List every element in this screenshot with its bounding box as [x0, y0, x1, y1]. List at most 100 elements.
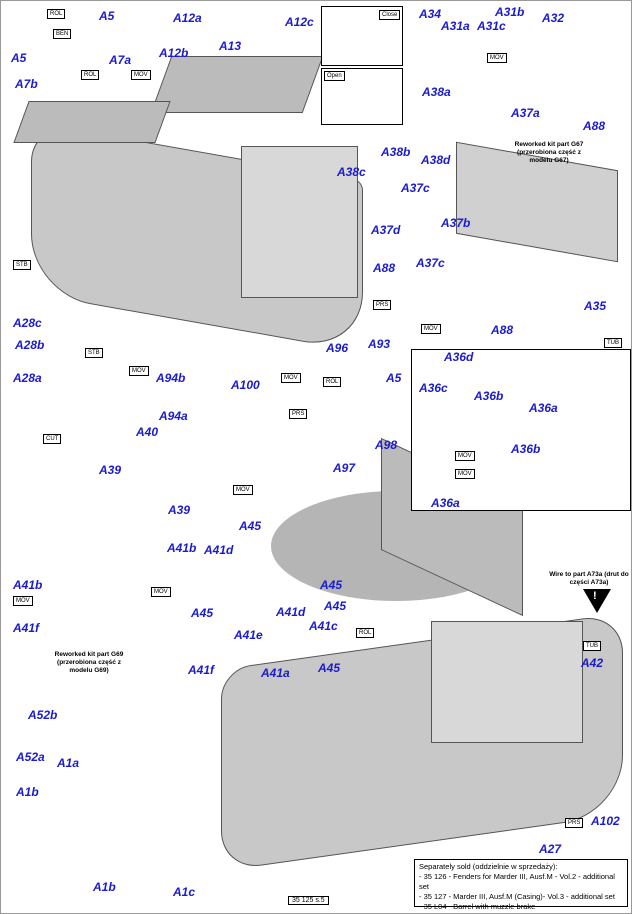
- process-tag: PRS: [373, 300, 392, 310]
- part-label: A96: [326, 341, 349, 355]
- part-label: A41a: [261, 666, 290, 680]
- page-number: 35 125 s.5: [288, 896, 329, 905]
- part-label: A97: [333, 461, 356, 475]
- part-label: A28a: [13, 371, 42, 385]
- part-label: A13: [219, 39, 242, 53]
- process-tag: MOV: [129, 366, 149, 376]
- part-label: A88: [373, 261, 396, 275]
- part-label: A41d: [276, 605, 306, 619]
- note-g69: Reworked kit part G69 (przerobiona część…: [54, 651, 124, 674]
- part-label: A37c: [416, 256, 445, 270]
- process-tag: MOV: [281, 373, 301, 383]
- process-tag: ROL: [323, 377, 342, 387]
- part-label: A38c: [337, 165, 366, 179]
- part-label: A88: [491, 323, 514, 337]
- process-tag: MOV: [131, 70, 151, 80]
- part-label: A7b: [15, 77, 38, 91]
- warning-symbol: !: [593, 590, 597, 602]
- part-label: A12b: [159, 46, 189, 60]
- sold-item: - 35 L04 - Barrel with muzzle brake: [419, 902, 536, 911]
- part-label: A37a: [511, 106, 540, 120]
- process-tag: PRS: [565, 818, 584, 828]
- part-label: A52a: [16, 750, 45, 764]
- note-wire: Wire to part A73a (drut do części A73a): [549, 571, 629, 586]
- process-tag: TUB: [604, 338, 622, 348]
- part-label: A36a: [529, 401, 558, 415]
- sold-item: - 35 126 - Fenders for Marder III, Ausf.…: [419, 872, 615, 891]
- part-label: A1c: [173, 885, 196, 899]
- part-label: A38d: [421, 153, 451, 167]
- process-tag: MOV: [455, 451, 475, 461]
- part-label: A100: [231, 378, 260, 392]
- part-label: A38b: [381, 145, 411, 159]
- part-label: A45: [239, 519, 262, 533]
- process-tag: CUT: [43, 434, 62, 444]
- part-label: A27: [539, 842, 562, 856]
- part-label: A45: [320, 578, 343, 592]
- part-label: A5: [11, 51, 27, 65]
- part-label: A94a: [159, 409, 188, 423]
- plate-a12: [150, 56, 324, 113]
- part-label: A37d: [371, 223, 401, 237]
- process-tag: PRS: [289, 409, 308, 419]
- part-label: A42: [581, 656, 604, 670]
- process-tag: BEN: [53, 29, 72, 39]
- process-tag: ROL: [47, 9, 66, 19]
- part-label: A34: [419, 7, 442, 21]
- part-label: A45: [191, 606, 214, 620]
- part-label: A41f: [13, 621, 40, 635]
- part-label: A41e: [234, 628, 263, 642]
- part-label: A7a: [109, 53, 132, 67]
- part-label: A41b: [167, 541, 197, 555]
- part-label: A38a: [422, 85, 451, 99]
- process-tag: STB: [85, 348, 103, 358]
- part-label: A41f: [188, 663, 215, 677]
- part-label: A94b: [156, 371, 186, 385]
- part-label: A31c: [477, 19, 506, 33]
- process-tag: TUB: [583, 641, 601, 651]
- part-label: A39: [168, 503, 191, 517]
- part-label: A98: [375, 438, 398, 452]
- part-label: A31a: [441, 19, 470, 33]
- part-label: A12a: [173, 11, 202, 25]
- part-label: A102: [591, 814, 620, 828]
- sold-title: Separately sold (oddzielnie w sprzedaży)…: [419, 862, 558, 871]
- separately-sold-box: Separately sold (oddzielnie w sprzedaży)…: [414, 859, 628, 911]
- process-tag: Open: [324, 71, 345, 81]
- lower-turret: [431, 621, 583, 743]
- part-label: A28b: [15, 338, 45, 352]
- sold-item: - 35 127 - Marder III, Ausf.M (Casing)- …: [419, 892, 615, 901]
- process-tag: MOV: [455, 469, 475, 479]
- part-label: A93: [368, 337, 391, 351]
- part-label: A12c: [285, 15, 314, 29]
- process-tag: MOV: [487, 53, 507, 63]
- part-label: A31b: [495, 5, 525, 19]
- plate-a7: [13, 101, 171, 143]
- part-label: A37b: [441, 216, 471, 230]
- part-label: A36b: [474, 389, 504, 403]
- process-tag: STB: [13, 260, 31, 270]
- part-label: A1b: [16, 785, 39, 799]
- note-g67: Reworked kit part G67 (przerobiona część…: [514, 141, 584, 164]
- process-tag: MOV: [13, 596, 33, 606]
- a36-detail-box: [411, 349, 631, 511]
- part-label: A45: [318, 661, 341, 675]
- part-label: A28c: [13, 316, 42, 330]
- part-label: A35: [584, 299, 607, 313]
- process-tag: ROL: [81, 70, 100, 80]
- process-tag: MOV: [151, 587, 171, 597]
- part-label: A36a: [431, 496, 460, 510]
- process-tag: Close: [379, 10, 401, 20]
- part-label: A36c: [419, 381, 448, 395]
- part-label: A88: [583, 119, 606, 133]
- warning-icon: [583, 589, 611, 613]
- part-label: A45: [324, 599, 347, 613]
- part-label: A41b: [13, 578, 43, 592]
- part-label: A37c: [401, 181, 430, 195]
- part-label: A52b: [28, 708, 58, 722]
- part-label: A5: [99, 9, 115, 23]
- part-label: A1a: [57, 756, 80, 770]
- part-label: A36b: [511, 442, 541, 456]
- part-label: A40: [136, 425, 159, 439]
